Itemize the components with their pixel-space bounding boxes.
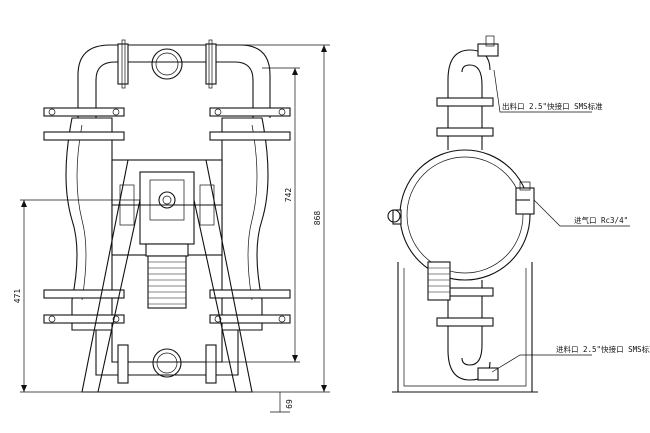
clamp-bands [43,107,291,324]
dim-air-inlet-height: 471 [13,289,22,304]
left-chamber [65,117,113,331]
side-air-fitting [515,181,535,215]
dimension-lines [21,45,327,413]
side-outlet-elbow [436,35,499,150]
dim-base-height: 69 [285,399,294,409]
bottom-manifold [95,330,239,384]
side-muffler [427,261,451,301]
side-base-frame [392,262,538,393]
center-body [111,159,223,257]
dim-inlet-to-outlet: 742 [284,188,293,203]
dim-overall-height: 868 [313,211,322,226]
inlet-callout: 进料口 2.5"快接口 SMS标准 [556,344,650,354]
side-body [387,149,531,281]
muffler [147,255,187,309]
side-view [387,35,630,393]
top-manifold [77,39,271,118]
outlet-callout: 出料口 2.5"快接口 SMS标准 [502,101,603,111]
front-view [20,39,330,393]
frame-legs [81,159,253,393]
air-inlet-callout: 进气口 Rc3/4" [574,215,628,225]
